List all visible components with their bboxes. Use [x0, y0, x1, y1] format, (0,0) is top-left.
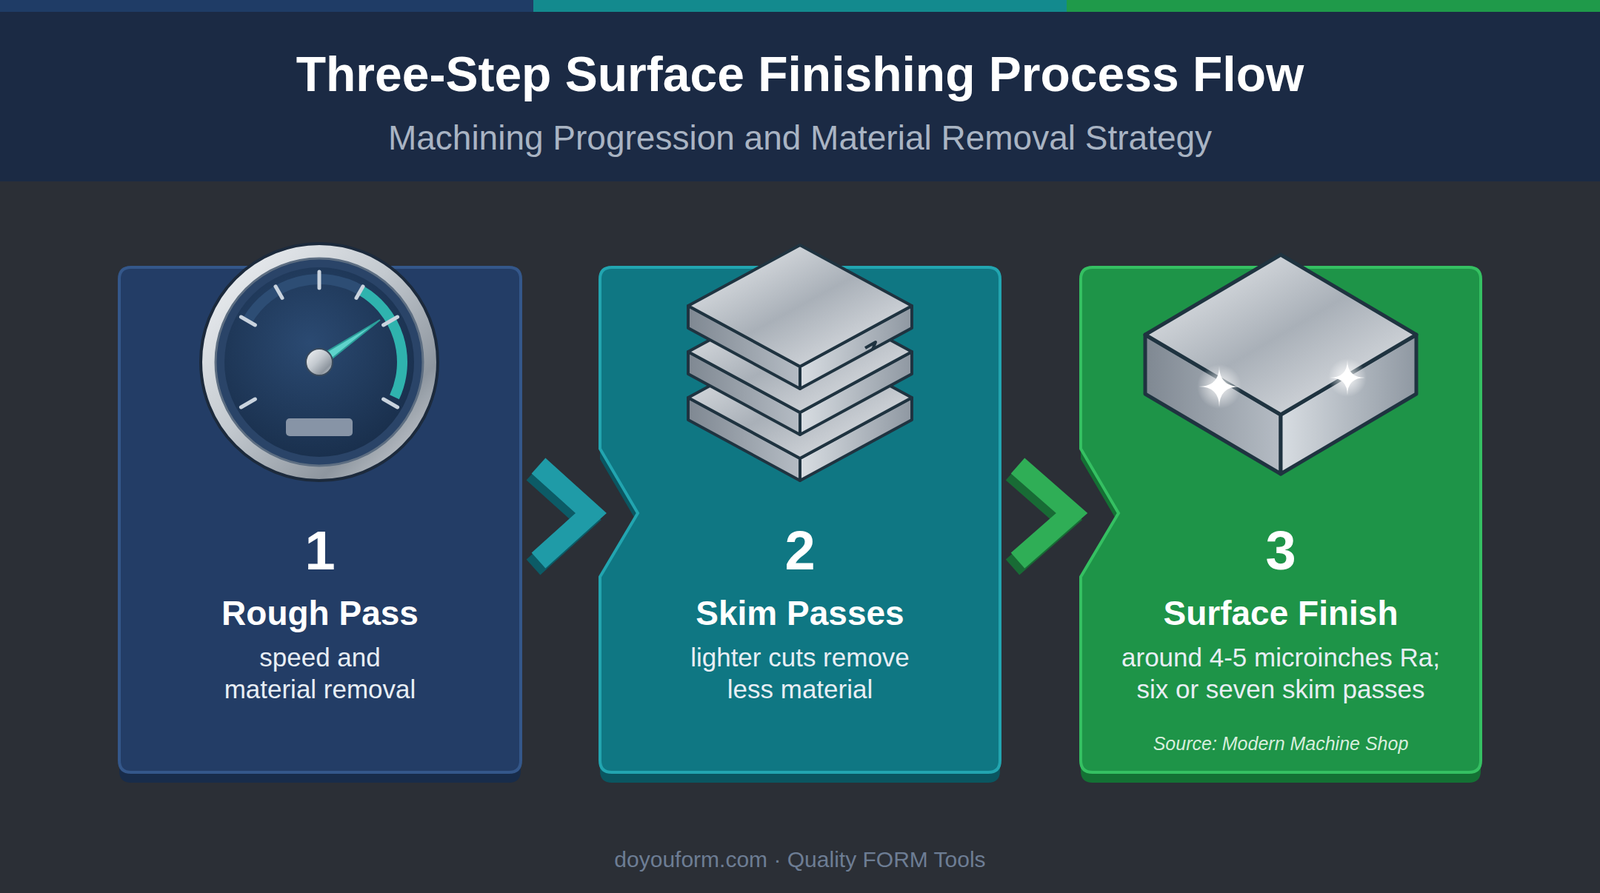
gauge-tick [383, 317, 398, 326]
gauge-tick [356, 286, 363, 299]
accent-stripe [0, 0, 534, 12]
step-heading: Surface Finish [1095, 593, 1466, 634]
step-number: 3 [1095, 521, 1466, 581]
gauge-tick [275, 286, 283, 299]
plate-top [688, 245, 912, 367]
process-step-card: 2Skim Passes lighter cuts remove less mat… [600, 267, 1000, 773]
sparkle [1329, 360, 1366, 396]
step-description: around 4-5 microinches Ra; six or seven … [1110, 641, 1452, 706]
plate-side [800, 397, 912, 481]
plate-side [800, 305, 912, 389]
header-band [0, 0, 1600, 182]
connector-shadow [533, 472, 586, 568]
subtitle: Machining Progression and Material Remov… [0, 117, 1600, 159]
plate-top [688, 337, 912, 459]
gauge-ticks [240, 271, 398, 408]
chevron-connector [538, 465, 592, 561]
accent-stripe [1066, 0, 1600, 12]
gauge-tick [240, 317, 255, 326]
card-body [119, 267, 521, 773]
stacked-plates-icon [688, 245, 912, 481]
gauge-needle [316, 320, 380, 367]
diagram-title: Three-Step Surface Finishing Process Flo… [0, 44, 1600, 104]
gauge-tick [317, 271, 322, 289]
block-side [1145, 334, 1281, 475]
gauge-arc-active [360, 290, 403, 398]
process-step-card: 1Rough Pass speed and material removal [119, 267, 521, 773]
plate-side [688, 305, 800, 389]
step-description: speed and material removal [216, 641, 424, 706]
gauge-face [224, 267, 415, 458]
process-step-card: 3Surface Finish around 4-5 microinches Ra… [1080, 267, 1481, 773]
speedometer-icon [200, 243, 438, 481]
card-body [600, 267, 1000, 773]
gauge-arc [247, 279, 361, 321]
gauge-tick [240, 399, 255, 408]
step-number: 1 [134, 521, 506, 581]
footer-credit: doyouform.com · Quality FORM Tools [0, 846, 1600, 874]
gauge-hub [305, 348, 333, 376]
finished-block-icon [1145, 254, 1417, 475]
sparkle-glow [1197, 364, 1242, 409]
card-body [1080, 267, 1481, 773]
connector-shadow [1012, 472, 1067, 568]
block-side [1280, 334, 1417, 475]
chevron-connector [1017, 465, 1072, 561]
sparkle [1198, 365, 1240, 408]
gauge-tick [383, 399, 398, 408]
plate-arrow [865, 342, 876, 350]
plate-side [688, 397, 800, 481]
plate-side [688, 351, 800, 435]
plate-side [800, 351, 912, 435]
plate-top [688, 291, 912, 413]
step-heading: Rough Pass [134, 593, 506, 634]
gauge-rim [200, 243, 438, 481]
accent-stripe [533, 0, 1067, 12]
step-heading: Skim Passes [614, 593, 986, 634]
step-number: 2 [614, 521, 986, 581]
gauge-bezel [215, 258, 423, 466]
block-top [1145, 254, 1417, 415]
gauge-display [285, 418, 353, 437]
source-note: Source: Modern Machine Shop [1095, 731, 1466, 756]
step-description: lighter cuts remove less material [681, 641, 919, 706]
sparkle-glow [1328, 358, 1367, 398]
